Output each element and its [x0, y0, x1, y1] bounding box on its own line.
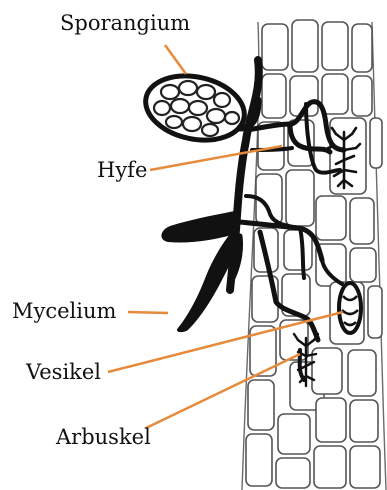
label-arbuskel: Arbuskel [55, 425, 151, 449]
labels: Sporangium Hyfe Mycelium Vesikel Arbuske… [12, 11, 190, 449]
leader-mycelium [128, 312, 168, 313]
label-mycelium: Mycelium [12, 299, 117, 323]
vesicle-structure [339, 283, 361, 333]
leader-sporangium [165, 45, 186, 74]
label-vesikel: Vesikel [25, 360, 101, 384]
root-cells-right [348, 24, 382, 488]
sporangium-structure [140, 67, 258, 148]
label-sporangium: Sporangium [60, 11, 190, 35]
leader-arbuskel [146, 354, 300, 428]
label-hyfe: Hyfe [97, 158, 147, 182]
